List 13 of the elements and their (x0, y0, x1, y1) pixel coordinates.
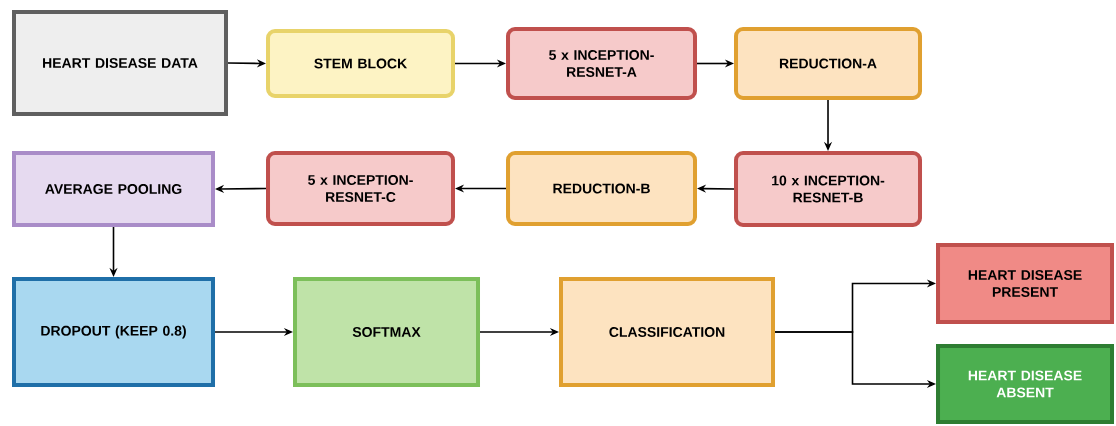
process-box: AVERAGE POOLING (12, 151, 215, 227)
process-box: REDUCTION-A (734, 27, 922, 100)
process-box: REDUCTION-B (506, 151, 697, 226)
process-box: CLASSIFICATION (559, 277, 775, 387)
process-box: 5 x INCEPTION-RESNET-C (266, 151, 455, 226)
process-box: STEM BLOCK (266, 29, 455, 98)
process-box: HEART DISEASE DATA (12, 10, 228, 116)
process-box: 5 x INCEPTION-RESNET-A (506, 27, 697, 100)
process-box: HEART DISEASE ABSENT (936, 344, 1114, 424)
process-box: SOFTMAX (293, 277, 480, 387)
process-box: HEART DISEASE PRESENT (936, 243, 1114, 324)
process-box: DROPOUT (KEEP 0.8) (12, 277, 215, 387)
process-box: 10 x INCEPTION-RESNET-B (734, 151, 922, 227)
